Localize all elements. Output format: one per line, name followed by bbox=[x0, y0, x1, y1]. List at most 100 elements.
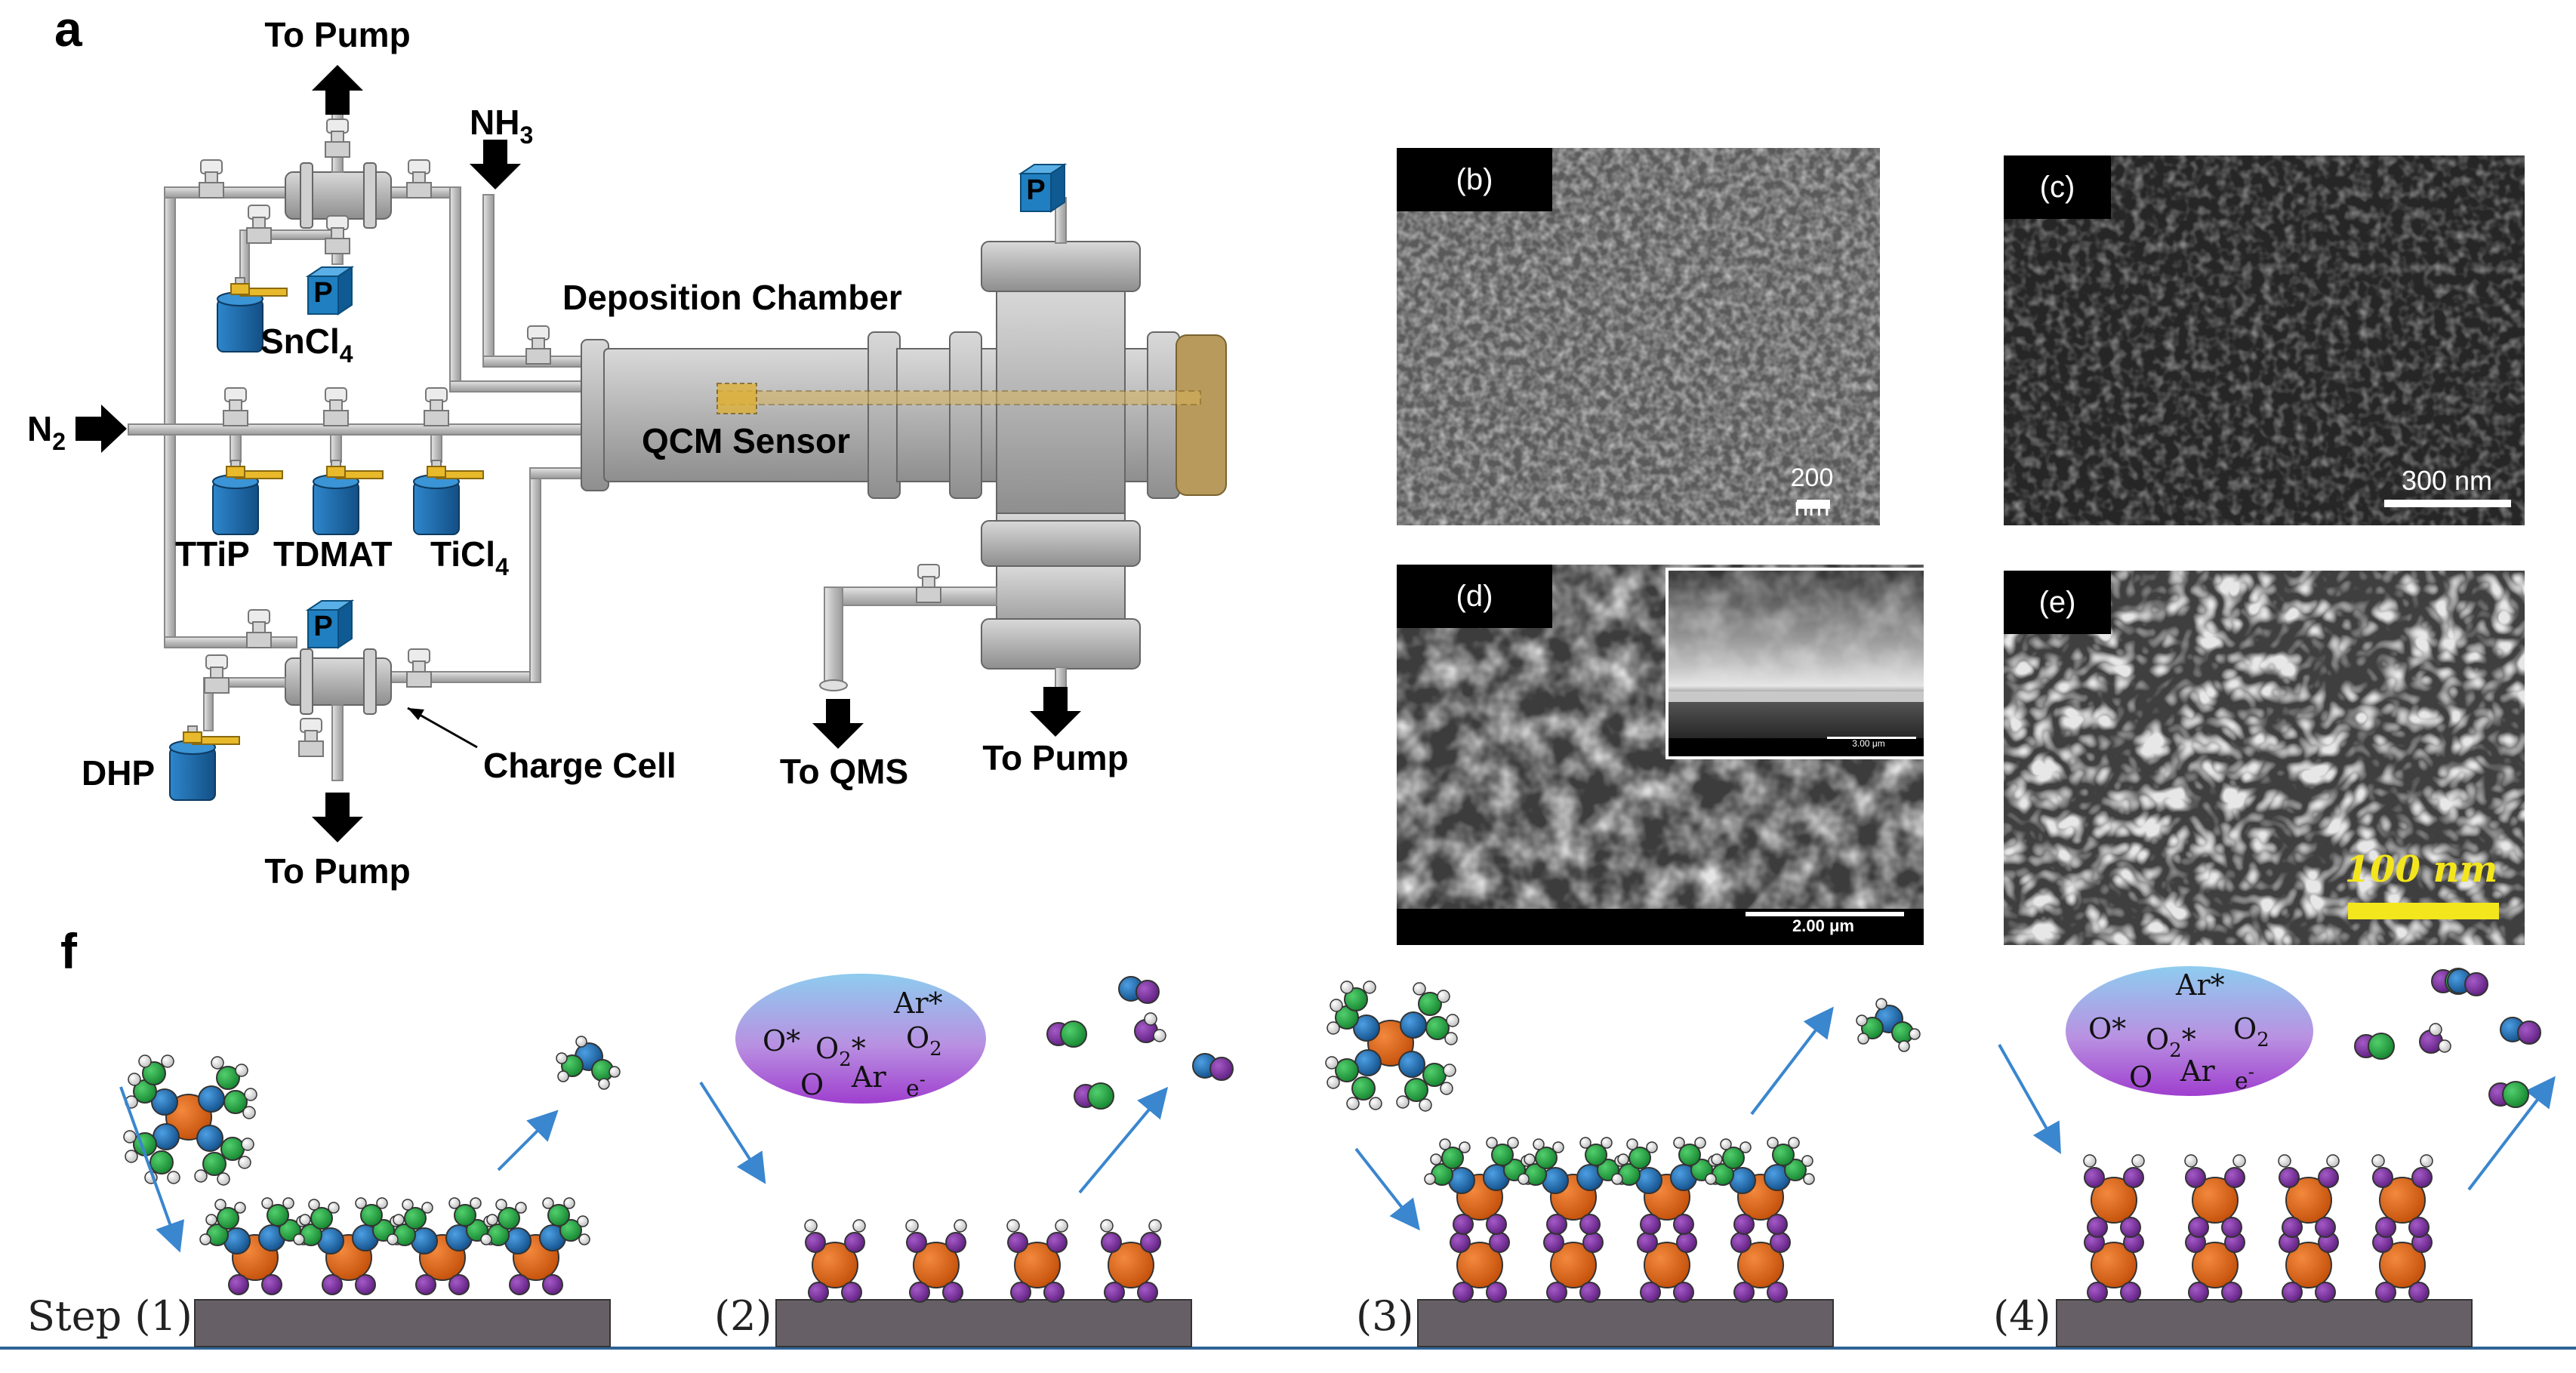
ticl4-bottle bbox=[413, 460, 484, 535]
tdmat-bottle bbox=[313, 460, 384, 535]
precursor-molecule bbox=[1325, 980, 1459, 1112]
precursor-molecule bbox=[123, 1054, 257, 1186]
ald-steps-schematic: Step (1) (2) (3) (4) Ar* O* O2* O2 O Ar … bbox=[0, 966, 2576, 1350]
oxide-unit bbox=[1450, 1232, 1510, 1303]
byproduct-no bbox=[1192, 1053, 1234, 1081]
sem-panel-d: (d) 2.00 μm 3.00 μm bbox=[1397, 565, 1924, 945]
n2-arrow bbox=[75, 405, 127, 453]
manifold-left-rail bbox=[164, 186, 176, 648]
inset-scale-bar bbox=[1827, 737, 1916, 739]
substrate-step4 bbox=[2056, 1299, 2473, 1347]
label-tdmat: TDMAT bbox=[273, 534, 393, 574]
manifold-top-rail bbox=[164, 186, 297, 199]
gauge-label: P bbox=[313, 611, 332, 642]
oxide-unit bbox=[2279, 1232, 2339, 1303]
label-ttip: TTiP bbox=[175, 534, 250, 574]
byproduct-co2 bbox=[2488, 1081, 2529, 1108]
gauge-label: P bbox=[1026, 174, 1045, 206]
pump-arrow-bottom bbox=[312, 793, 363, 842]
sem-panel-b: (b) 200 nm bbox=[1397, 148, 1880, 525]
dhp-bottle bbox=[169, 725, 240, 801]
adsorbed-precursor bbox=[199, 1197, 310, 1295]
scale-bar-e bbox=[2348, 903, 2499, 919]
svg-text:O*: O* bbox=[763, 1024, 800, 1057]
svg-text:Ar: Ar bbox=[851, 1061, 886, 1094]
oxide-unit bbox=[2083, 1154, 2145, 1238]
label-to-pump-bottom: To Pump bbox=[264, 851, 410, 891]
sem-tag-e: (e) bbox=[2004, 571, 2111, 634]
substrate-step1 bbox=[194, 1299, 611, 1347]
step-label-1: Step (1) bbox=[27, 1292, 193, 1340]
oxide-unit bbox=[2372, 1232, 2433, 1303]
panel-letter-a: a bbox=[54, 1, 82, 57]
adsorbed-precursor bbox=[387, 1197, 497, 1295]
svg-text:Ar: Ar bbox=[2180, 1054, 2215, 1088]
svg-text:Ar*: Ar* bbox=[893, 987, 943, 1020]
step-label-2: (2) bbox=[714, 1292, 772, 1340]
inset-footer bbox=[1669, 738, 1924, 756]
oxide-unit bbox=[1100, 1219, 1162, 1303]
pump-arrow-top bbox=[312, 65, 363, 115]
gauge-label: P bbox=[313, 277, 332, 309]
label-dhp: DHP bbox=[82, 753, 155, 793]
adsorbed-precursor bbox=[1424, 1137, 1534, 1235]
chamber-pump-arrow bbox=[1030, 687, 1081, 737]
oxide-unit bbox=[2278, 1154, 2340, 1238]
svg-text:O2*: O2* bbox=[815, 1032, 866, 1071]
charge-cell-top bbox=[239, 111, 392, 297]
byproduct-h2o bbox=[2419, 1023, 2451, 1054]
qms-line bbox=[824, 586, 997, 606]
svg-text:O2: O2 bbox=[906, 1021, 942, 1061]
label-ticl4: TiCl4 bbox=[430, 534, 509, 580]
deposition-chamber bbox=[581, 197, 1227, 691]
label-nh3: NH3 bbox=[470, 103, 533, 149]
scale-bar-b bbox=[1797, 500, 1830, 509]
oxide-unit bbox=[1006, 1219, 1068, 1303]
svg-text:O2*: O2* bbox=[2146, 1023, 2196, 1062]
svg-text:O2: O2 bbox=[2233, 1012, 2269, 1051]
nh3-feed-line bbox=[482, 194, 495, 368]
label-qcm-sensor: QCM Sensor bbox=[642, 421, 850, 460]
adsorbed-precursor bbox=[1518, 1137, 1628, 1235]
scale-label-e: 100 nm bbox=[2344, 848, 2498, 891]
oxide-unit bbox=[804, 1219, 866, 1303]
adsorbed-precursor bbox=[1705, 1137, 1815, 1235]
byproduct-molecule bbox=[556, 1036, 621, 1090]
label-sncl4: SnCl4 bbox=[260, 322, 353, 368]
label-deposition-chamber: Deposition Chamber bbox=[562, 278, 902, 317]
ald-reactor-schematic: P P bbox=[27, 15, 1227, 891]
byproduct-no bbox=[2447, 968, 2488, 996]
svg-text:O*: O* bbox=[2088, 1012, 2126, 1045]
svg-text:Ar*: Ar* bbox=[2175, 968, 2225, 1002]
oxide-unit bbox=[1543, 1232, 1604, 1303]
scale-label-b: 200 nm bbox=[1790, 463, 1834, 522]
svg-text:O: O bbox=[800, 1068, 824, 1101]
substrate-step3 bbox=[1417, 1299, 1834, 1347]
oxide-unit bbox=[905, 1219, 967, 1303]
byproduct-co2 bbox=[1074, 1082, 1114, 1110]
svg-text:O: O bbox=[2129, 1061, 2152, 1094]
oxide-unit bbox=[1637, 1232, 1697, 1303]
qms-arrow bbox=[812, 699, 864, 749]
scale-label-c: 300 nm bbox=[2401, 465, 2493, 496]
adsorbed-precursor bbox=[1611, 1137, 1721, 1235]
panel-letter-f: f bbox=[60, 923, 77, 979]
oxide-unit bbox=[2084, 1232, 2144, 1303]
charge-cell-bottom bbox=[203, 648, 392, 781]
n2-feed-line bbox=[128, 423, 587, 436]
byproduct-no bbox=[2500, 1017, 2541, 1045]
oxide-unit bbox=[2184, 1154, 2246, 1238]
oxide-unit bbox=[2185, 1232, 2245, 1303]
label-charge-cell: Charge Cell bbox=[483, 746, 676, 785]
sem-tag-b: (b) bbox=[1397, 148, 1552, 211]
byproduct-no bbox=[1118, 976, 1160, 1004]
byproduct-co2 bbox=[2354, 1033, 2395, 1060]
substrate-step2 bbox=[775, 1299, 1192, 1347]
label-to-pump-right: To Pump bbox=[982, 738, 1128, 777]
byproduct-molecule bbox=[1856, 998, 1921, 1052]
ttip-bottle bbox=[212, 460, 283, 535]
plasma-cloud-step4: Ar* O* O2* O2 O Ar e- bbox=[2066, 966, 2313, 1096]
step-label-3: (3) bbox=[1356, 1292, 1414, 1340]
sem-tag-c: (c) bbox=[2004, 155, 2111, 219]
manifold-bottom-rail bbox=[164, 636, 297, 648]
